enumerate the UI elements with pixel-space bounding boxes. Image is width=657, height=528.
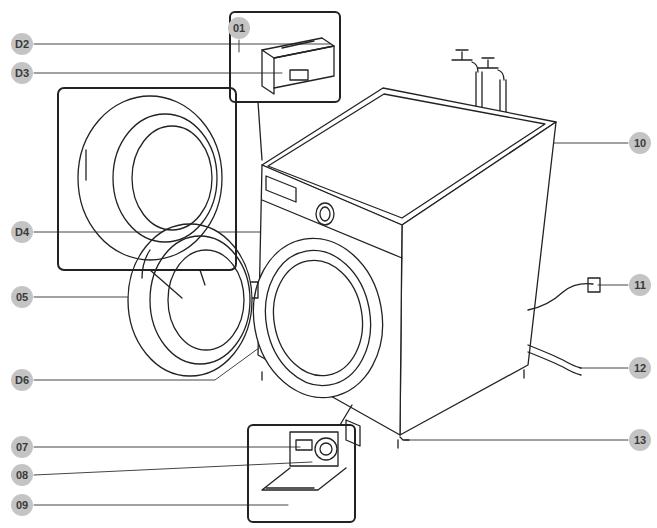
open-door [128, 224, 258, 376]
door-inset [58, 88, 236, 298]
callout-number: 11 [628, 273, 652, 297]
callout-disc [11, 221, 33, 243]
cord-and-hose [528, 278, 600, 375]
callout-disc [11, 494, 33, 516]
callout-number: D2 [10, 32, 34, 56]
callout-discs [11, 17, 651, 516]
callout-number: 08 [10, 463, 34, 487]
callout-number: 10 [628, 131, 652, 155]
callout-disc [11, 369, 33, 391]
callout-number: 09 [10, 493, 34, 517]
callout-disc [629, 132, 651, 154]
callout-disc [228, 17, 250, 39]
callout-number: D4 [10, 220, 34, 244]
callout-disc [11, 436, 33, 458]
callout-number: D3 [10, 61, 34, 85]
callout-disc [629, 274, 651, 296]
callout-number: D6 [10, 368, 34, 392]
callout-disc [11, 464, 33, 486]
callout-disc [11, 286, 33, 308]
callout-number: 12 [628, 356, 652, 380]
callout-number: 13 [628, 428, 652, 452]
machine-body [241, 88, 556, 448]
callout-disc [629, 429, 651, 451]
callout-number: 01 [227, 16, 251, 40]
callout-number: 07 [10, 435, 34, 459]
callout-disc [11, 62, 33, 84]
callout-number: 05 [10, 285, 34, 309]
leader-lines [34, 40, 628, 505]
callout-disc [11, 33, 33, 55]
callout-disc [629, 357, 651, 379]
filter-inset [248, 405, 355, 522]
